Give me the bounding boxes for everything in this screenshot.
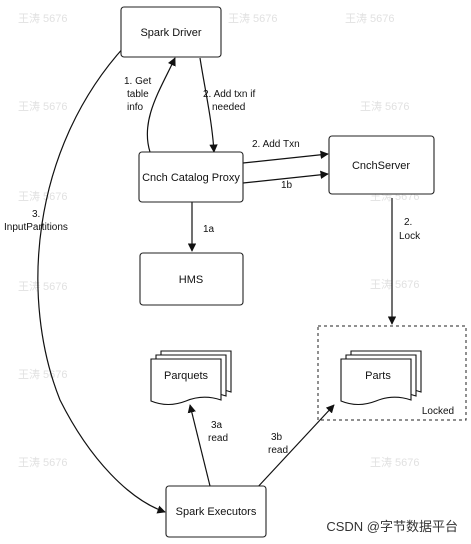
edge-add-txn — [242, 150, 329, 164]
spark-executors-box — [165, 485, 267, 538]
edge-labels: 1. Get table info 2. Add txn if needed 2… — [4, 76, 421, 456]
node-spark-driver: Spark Driver — [120, 6, 222, 58]
hms-label: HMS — [179, 274, 203, 286]
edge-add-txn-if-needed — [199, 57, 218, 153]
label-get-table-info-line1: 1. Get — [124, 76, 151, 87]
label-get-table-info-line3: info — [127, 102, 144, 113]
edge-get-table-info — [146, 57, 176, 153]
watermark: 王涛 5676 — [18, 279, 68, 293]
label-1a: 1a — [203, 224, 215, 235]
watermark: 王涛 5676 — [18, 189, 68, 203]
watermark-layer: 王涛 5676 王涛 5676 王涛 5676 王涛 5676 王涛 5676 … — [18, 11, 420, 469]
label-input-partitions-line2: InputPartitions — [4, 222, 68, 233]
spark-driver-box — [120, 6, 222, 58]
watermark: 王涛 5676 — [228, 11, 278, 25]
edge-read-3b — [254, 404, 335, 491]
label-get-table-info-line2: table — [127, 89, 149, 100]
edge-1b — [242, 170, 329, 184]
watermark: 王涛 5676 — [370, 455, 420, 469]
label-1b: 1b — [281, 180, 293, 191]
source-credit: CSDN @字节数据平台 — [326, 519, 458, 534]
label-lock-line1: 2. — [404, 217, 412, 228]
edges — [37, 45, 397, 514]
node-parquets: Parquets — [150, 350, 232, 406]
watermark: 王涛 5676 — [345, 11, 395, 25]
parts-label: Parts — [365, 370, 391, 382]
cnch-server-label: CnchServer — [352, 160, 410, 172]
catalog-proxy-label: Cnch Catalog Proxy — [142, 172, 240, 184]
spark-executors-label: Spark Executors — [176, 506, 257, 518]
watermark: 王涛 5676 — [18, 455, 68, 469]
watermark: 王涛 5676 — [360, 99, 410, 113]
label-read-3b-line1: 3b — [271, 432, 283, 443]
label-lock-line2: Lock — [399, 231, 421, 242]
label-add-txn: 2. Add Txn — [252, 139, 300, 150]
label-input-partitions-line1: 3. — [32, 209, 40, 220]
watermark: 王涛 5676 — [370, 277, 420, 291]
parts-doc-front — [340, 358, 412, 406]
cnch-server-box — [328, 135, 435, 195]
watermark: 王涛 5676 — [18, 367, 68, 381]
catalog-proxy-box — [138, 151, 244, 203]
watermark: 王涛 5676 — [18, 11, 68, 25]
edge-read-3a — [187, 404, 211, 487]
parquets-label: Parquets — [164, 370, 209, 382]
locked-group: Locked — [317, 325, 467, 421]
edge-input-partitions — [37, 45, 166, 514]
node-spark-executors: Spark Executors — [165, 485, 267, 538]
hms-box — [139, 252, 244, 306]
label-read-3a-line2: read — [208, 433, 228, 444]
locked-group-label: Locked — [422, 406, 454, 417]
node-catalog-proxy: Cnch Catalog Proxy — [138, 151, 244, 203]
node-cnch-server: CnchServer — [328, 135, 435, 195]
parquets-doc-front — [150, 358, 222, 406]
label-read-3b-line2: read — [268, 445, 288, 456]
watermark: 王涛 5676 — [18, 99, 68, 113]
locked-group-border — [317, 325, 467, 421]
label-add-txn-if-needed-line2: needed — [212, 102, 245, 113]
node-parts: Parts — [340, 350, 422, 406]
label-read-3a-line1: 3a — [211, 420, 223, 431]
node-hms: HMS — [139, 252, 244, 306]
label-add-txn-if-needed-line1: 2. Add txn if — [203, 89, 255, 100]
spark-driver-label: Spark Driver — [140, 27, 201, 39]
